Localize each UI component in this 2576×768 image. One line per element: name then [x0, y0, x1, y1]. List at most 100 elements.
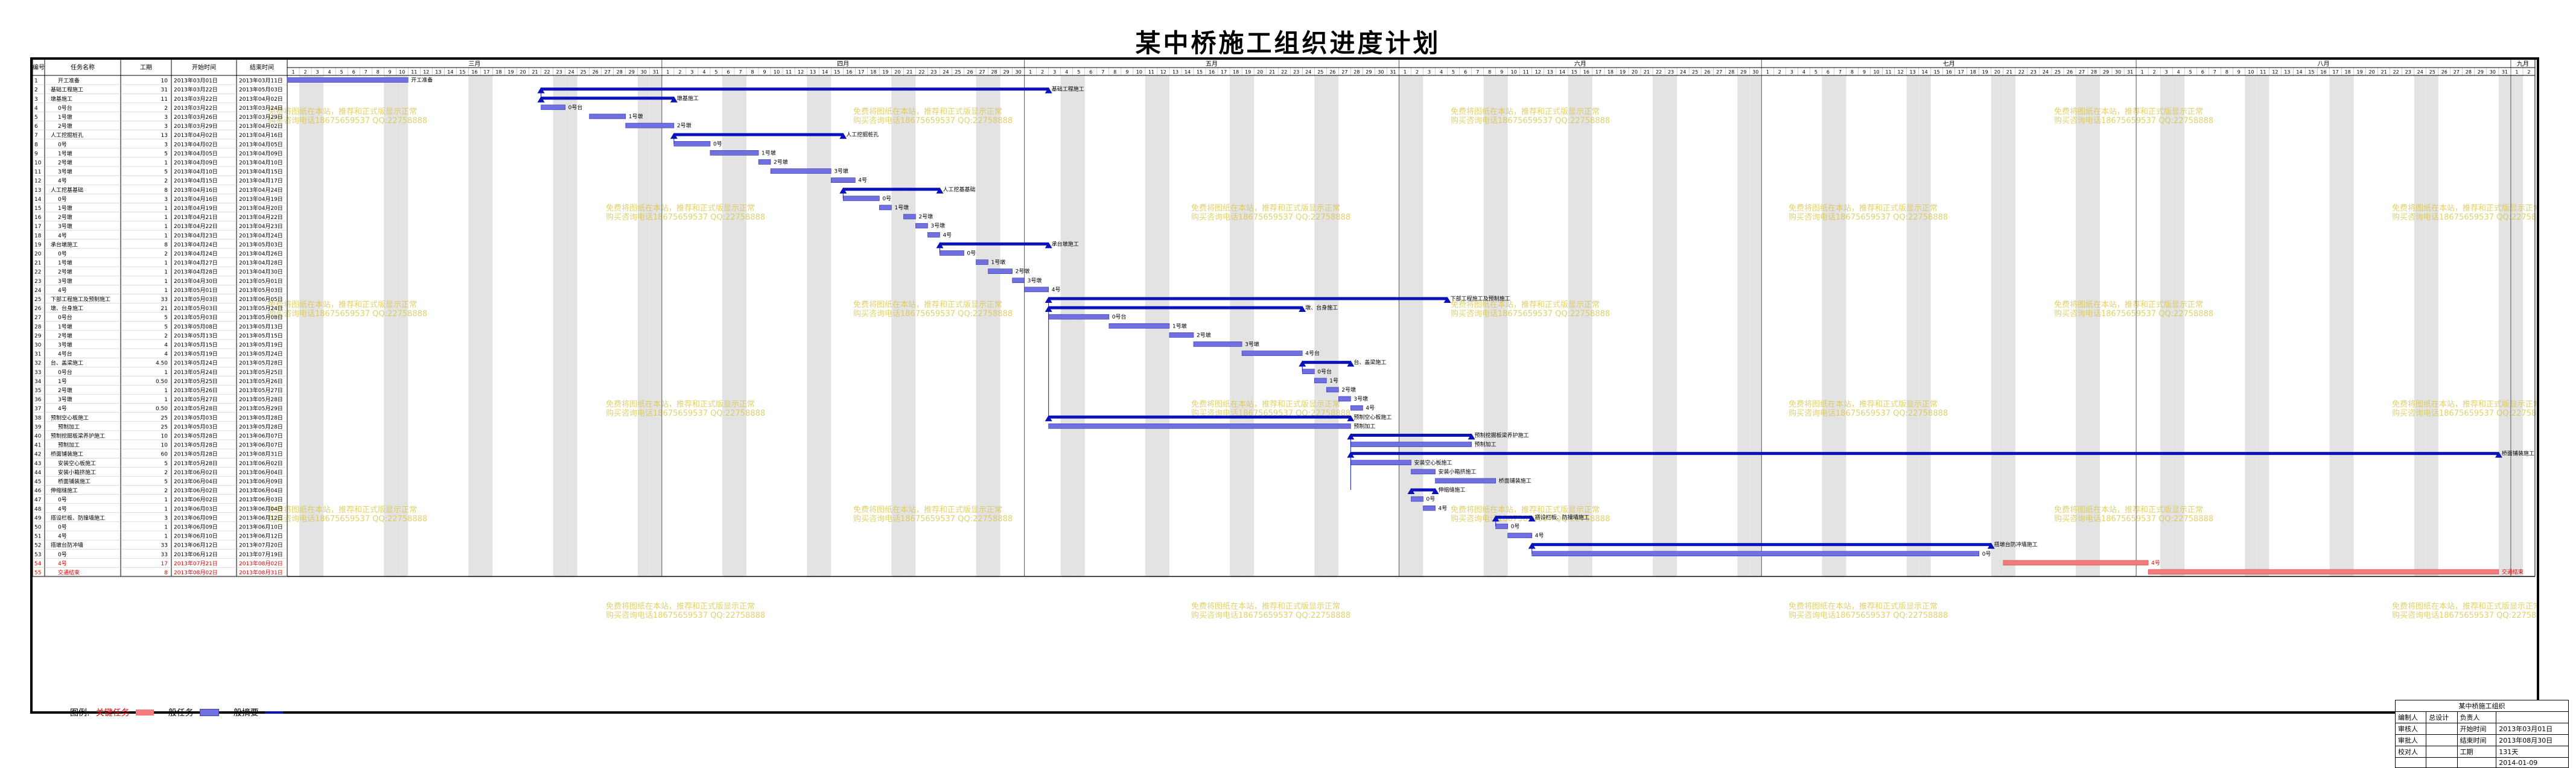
watermark-text: 免费将图纸在本站，推荐和正式版显示正常	[1789, 400, 1938, 409]
weekend-shade	[1906, 75, 1919, 577]
month-label: 六月	[1574, 60, 1586, 68]
summary-end-marker	[1443, 296, 1451, 303]
row-start: 2013年06月04日	[174, 478, 218, 485]
weekend-shade	[2329, 75, 2342, 577]
day-label: 15	[1934, 69, 1940, 75]
row-name: 0号	[58, 196, 67, 203]
task-bar	[927, 232, 940, 238]
day-label: 30	[1016, 69, 1022, 75]
row-start: 2013年04月10日	[174, 168, 218, 176]
row-end: 2013年05月29日	[239, 405, 283, 412]
info-cell: 审核人	[2394, 723, 2427, 735]
day-label: 19	[882, 69, 888, 75]
watermark-text: 购买咨询电话18675659537 QQ:22758888	[1451, 116, 1610, 125]
bar-label: 3号墩	[1028, 277, 1042, 284]
task-bar	[1338, 396, 1351, 402]
row-end: 2013年07月19日	[239, 551, 283, 558]
row-name: 2号墩	[58, 332, 72, 339]
day-label: 28	[617, 69, 623, 75]
day-label: 17	[1595, 69, 1601, 75]
row-end: 2013年05月03日	[239, 287, 283, 294]
row-start: 2013年05月28日	[174, 442, 218, 449]
day-label: 29	[629, 69, 635, 75]
day-label: 30	[2115, 69, 2121, 75]
row-name: 台、盖梁施工	[51, 360, 83, 367]
day-label: 13	[1172, 69, 1178, 75]
bar-label: 1号墩	[894, 204, 909, 211]
row-id: 6	[34, 124, 38, 130]
day-label: 9	[2237, 69, 2240, 75]
row-duration: 3	[164, 124, 168, 130]
row-id: 44	[34, 470, 42, 476]
row-duration: 17	[161, 561, 168, 567]
row-start: 2013年05月15日	[174, 341, 218, 348]
row-id: 32	[34, 361, 41, 367]
summary-bar	[1350, 452, 2499, 455]
info-cell: 负责人	[2457, 711, 2497, 723]
day-label: 26	[593, 69, 599, 75]
row-name: 3号墩	[58, 341, 72, 348]
weekend-shade	[891, 75, 904, 577]
summary-end-marker	[839, 133, 847, 139]
page-title: 某中桥施工组织进度计划	[1135, 28, 1441, 58]
day-label: 3	[2165, 69, 2168, 75]
summary-bar	[1048, 415, 1351, 419]
day-label: 2	[2527, 69, 2530, 75]
row-name: 预制空心板施工	[51, 414, 89, 421]
day-label: 18	[1970, 69, 1976, 75]
row-name: 4号	[58, 178, 67, 185]
row-id: 2	[34, 87, 38, 94]
row-name: 墩、台身施工	[51, 305, 83, 312]
day-label: 28	[991, 69, 997, 75]
day-label: 28	[1728, 69, 1734, 75]
summary-end-marker	[2495, 451, 2502, 458]
day-label: 26	[967, 69, 973, 75]
row-start: 2013年06月02日	[174, 496, 218, 503]
day-label: 13	[1547, 69, 1553, 75]
day-label: 19	[1620, 69, 1626, 75]
day-label: 9	[1500, 69, 1503, 75]
watermark-text: 免费将图纸在本站，推荐和正式版显示正常	[1191, 204, 1340, 213]
task-bar	[879, 205, 892, 211]
day-label: 26	[2067, 69, 2073, 75]
row-duration: 1	[164, 534, 168, 540]
weekend-shade	[988, 75, 1000, 577]
bar-label: 墩、台身施工	[1305, 304, 1338, 311]
task-bar	[903, 214, 916, 220]
day-label: 1	[1766, 69, 1769, 75]
row-start: 2013年04月24日	[174, 250, 218, 257]
bar-label: 预制加工	[1475, 441, 1496, 448]
day-label: 27	[2079, 69, 2085, 75]
summary-end-marker	[936, 187, 944, 194]
day-label: 12	[1535, 69, 1541, 75]
row-duration: 33	[161, 543, 168, 549]
watermark-text: 免费将图纸在本站，推荐和正式版显示正常	[1451, 107, 1600, 116]
day-label: 1	[2515, 69, 2518, 75]
weekend-shade	[1483, 75, 1496, 577]
row-name: 预制挖掘板梁养护施工	[51, 432, 105, 439]
row-end: 2013年06月12日	[239, 533, 283, 540]
bar-label: 安装小箱挤施工	[1439, 468, 1477, 475]
bar-label: 4号	[1439, 505, 1448, 512]
weekend-shade	[1918, 75, 1931, 577]
day-label: 28	[2466, 69, 2472, 75]
task-bar	[1193, 341, 1242, 347]
summary-end-marker	[1528, 515, 1536, 522]
task-bar	[1302, 369, 1315, 375]
row-id: 37	[34, 406, 41, 412]
row-id: 42	[34, 452, 41, 458]
row-duration: 5	[164, 479, 168, 485]
bar-label: 0号台	[1112, 313, 1127, 320]
row-name: 交通结束	[58, 569, 80, 576]
day-label: 7	[739, 69, 742, 75]
row-name: 3号墩	[58, 396, 72, 403]
row-duration: 1	[164, 233, 168, 239]
day-label: 19	[1245, 69, 1251, 75]
day-label: 24	[568, 69, 574, 75]
task-bar	[1423, 505, 1436, 511]
row-end: 2013年06月12日	[239, 514, 283, 521]
weekend-shade	[2257, 75, 2269, 577]
day-label: 5	[1814, 69, 1818, 75]
row-end: 2013年05月24日	[239, 305, 283, 312]
row-duration: 1	[164, 397, 168, 403]
